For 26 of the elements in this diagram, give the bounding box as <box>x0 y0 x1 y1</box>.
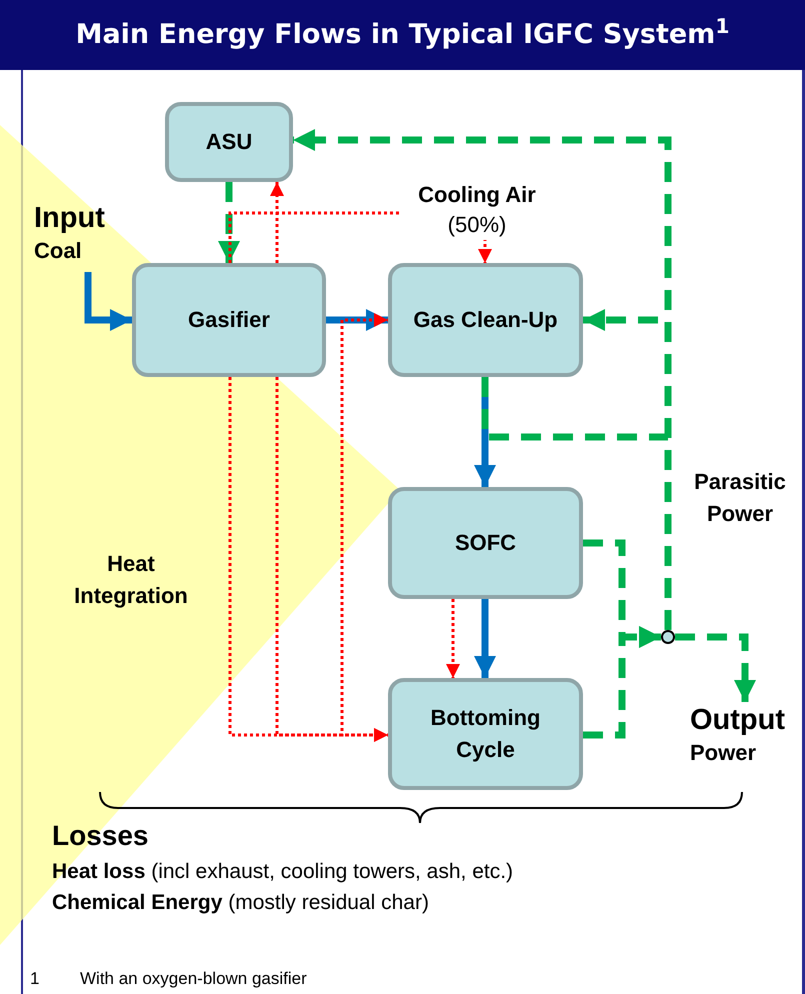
text-label: Losses <box>52 819 148 853</box>
process-box: SOFC <box>388 487 583 599</box>
flow-label: Input <box>34 201 105 236</box>
flow-arrow <box>326 309 388 331</box>
flow-arrow <box>675 634 756 702</box>
process-box: Gasifier <box>132 263 326 377</box>
text-label: Heat loss (incl exhaust, cooling towers, ash, etc.) <box>52 859 514 885</box>
text-label: Parasitic Power <box>693 468 787 528</box>
text-label: With an oxygen-blown gasifier <box>80 968 307 990</box>
flow-label: Power <box>690 739 756 767</box>
text-label: 1 <box>30 968 40 990</box>
flow-arrow <box>218 182 240 263</box>
text-label: Chemical Energy (mostly residual char) <box>52 890 429 916</box>
flow-arrow <box>270 182 284 263</box>
flow-label: Coal <box>34 237 82 265</box>
process-box: Gas Clean-Up <box>388 263 583 377</box>
process-box: Bottoming Cycle <box>388 678 583 790</box>
flow-arrow <box>276 377 388 742</box>
flow-label: Output <box>690 703 786 738</box>
title-bar: Main Energy Flows in Typical IGFC System$^{1}$ <box>0 0 805 70</box>
text-label: Heat Integration <box>73 550 189 610</box>
flow-arrow <box>474 599 496 678</box>
process-box: ASU <box>165 102 293 182</box>
flow-arrow <box>446 599 460 678</box>
flow-arrow <box>228 313 388 736</box>
flow-arrow <box>84 272 132 331</box>
